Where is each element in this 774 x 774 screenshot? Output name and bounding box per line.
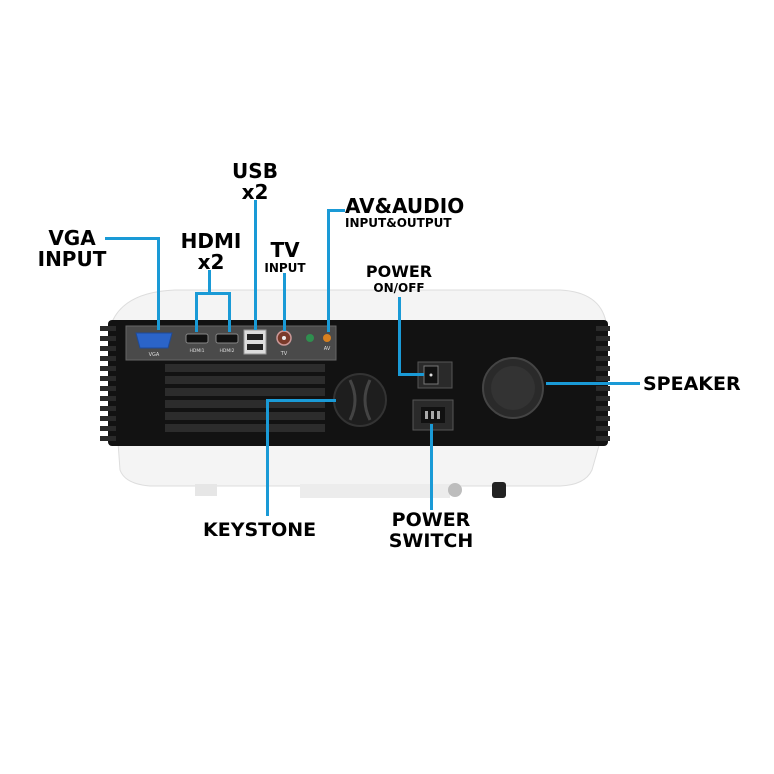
keystone-label: KEYSTONE (203, 519, 317, 541)
tv-line-v (283, 273, 286, 331)
power-switch-label: POWER SWITCH (388, 509, 474, 552)
hdmi1-line-v (195, 292, 198, 332)
foot-center (300, 484, 450, 498)
vga-line-h (105, 237, 160, 240)
tv-label: TV INPUT (264, 238, 306, 275)
usb-line-v (254, 200, 257, 330)
left-fins (100, 326, 116, 441)
hdmi1-port-label: HDMI1 (190, 348, 205, 354)
hdmi2-line-v (228, 292, 231, 332)
av-port-label: AV (324, 346, 331, 352)
tv-port-label: TV (280, 351, 288, 357)
vga-label: VGA INPUT (37, 226, 107, 271)
hdmi-line-v-top (208, 270, 211, 294)
av-jack (323, 334, 331, 342)
foot-left (195, 484, 217, 496)
speaker-line-h (546, 382, 640, 385)
keystone-wheel (333, 373, 387, 427)
vga-port-label: VGA (149, 352, 160, 358)
speaker-label: SPEAKER (643, 373, 741, 395)
top-shell (111, 289, 607, 323)
foot-knob-1 (448, 483, 462, 497)
power-line-v (398, 297, 401, 375)
av-line-h (327, 209, 345, 212)
power-line-h (398, 373, 424, 376)
hdmi1-port (185, 333, 209, 344)
hdmi-line-h (195, 292, 231, 295)
bottom-shell (117, 441, 601, 487)
vent-grille (165, 364, 325, 432)
keystone-line-h (266, 399, 336, 402)
usb-port-1 (247, 334, 263, 340)
power-on-off-label: POWER ON/OFF (365, 262, 433, 295)
usb-label: USB x2 (232, 159, 278, 204)
vga-port (135, 332, 173, 349)
av-audio-label: AV&AUDIO INPUT&OUTPUT (345, 194, 465, 230)
headphone-jack (306, 334, 314, 342)
hdmi2-port (215, 333, 239, 344)
power-switch-line-v (430, 424, 433, 510)
hdmi-label: HDMI x2 (180, 229, 242, 274)
usb-port-stack (243, 329, 267, 355)
vga-line-v (157, 237, 160, 330)
hdmi2-port-label: HDMI2 (220, 348, 235, 354)
keystone-line-v (266, 399, 269, 516)
usb-port-2 (247, 344, 263, 350)
av-line-v (327, 209, 330, 332)
right-fins (596, 326, 610, 441)
foot-knob-2 (492, 482, 506, 498)
